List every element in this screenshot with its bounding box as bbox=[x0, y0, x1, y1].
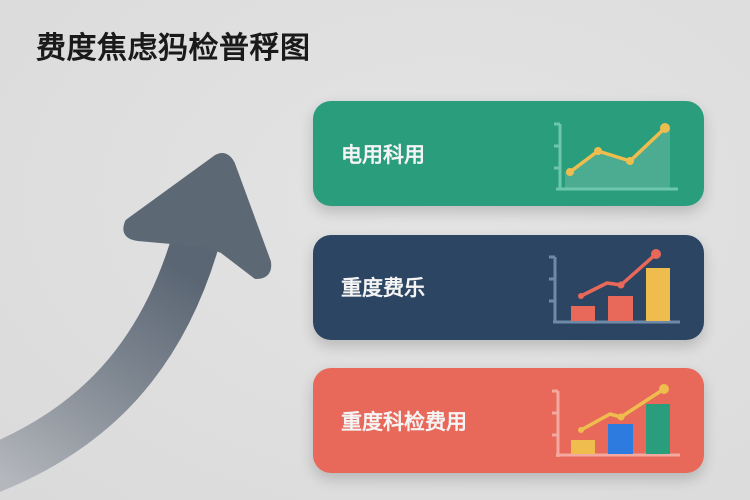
card-heavy-exam-fee[interactable]: 重度科检费用 bbox=[313, 368, 704, 473]
card-label: 重度科检费用 bbox=[341, 410, 467, 434]
card-label: 电用科用 bbox=[341, 143, 425, 167]
card-label: 重度费乐 bbox=[341, 276, 425, 300]
bar-line-chart-icon bbox=[549, 249, 680, 324]
bar-line-chart-icon bbox=[552, 384, 680, 457]
card-electric[interactable]: 电用科用 bbox=[313, 101, 704, 206]
line-chart-icon bbox=[554, 122, 678, 191]
card-heavy-fee[interactable]: 重度费乐 bbox=[313, 235, 704, 340]
page-title: 费度焦虑犸检普稃图 bbox=[36, 31, 311, 66]
